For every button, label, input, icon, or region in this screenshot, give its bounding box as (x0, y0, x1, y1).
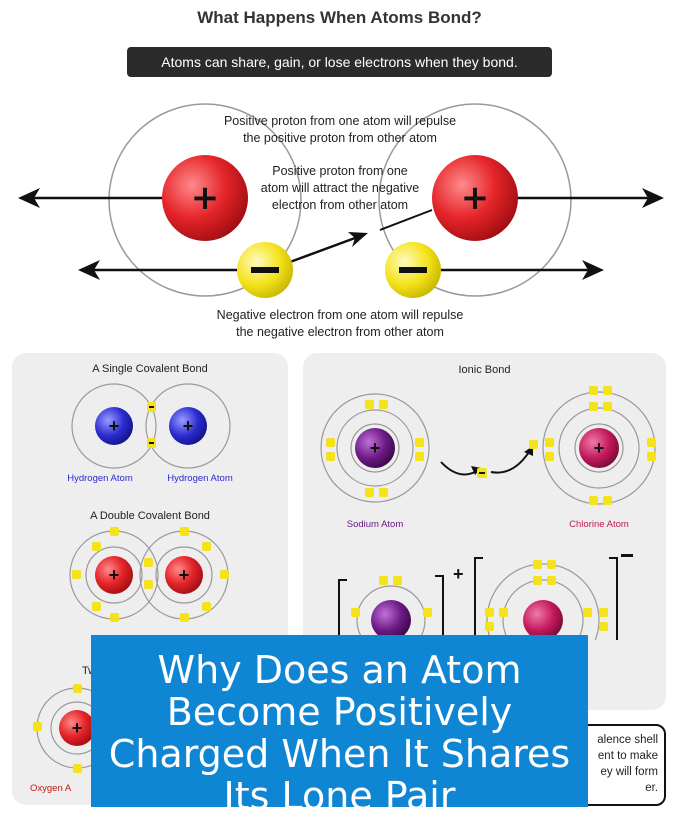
chloride-ion-nucleus (523, 600, 563, 640)
covalent-diagrams: + + + + (69, 383, 231, 622)
plus-icon: + (72, 718, 83, 738)
subtitle-banner: Atoms can share, gain, or lose electrons… (127, 47, 552, 77)
headline-banner (91, 635, 588, 807)
chlorine-nucleus (579, 428, 619, 468)
sodium-nucleus (355, 428, 395, 468)
arrow-left-icon (78, 260, 100, 280)
arrow-right-icon (582, 260, 604, 280)
atom-orbit-right (378, 103, 572, 297)
chlorine-atom-label: Chlorine Atom (569, 519, 629, 530)
sodium-atom-label: Sodium Atom (346, 519, 404, 530)
minus-icon (251, 267, 279, 273)
plus-icon: + (183, 416, 194, 436)
double-covalent-title: A Double Covalent Bond (90, 510, 210, 522)
hydrogen-atom-label-left: Hydrogen Atom (67, 473, 133, 484)
attract-line-right (379, 209, 433, 231)
arrow-right-icon (642, 188, 664, 208)
hydrogen-nucleus-left (95, 407, 133, 445)
proton-repulse-note: Positive proton from one atom will repul… (223, 114, 457, 145)
plus-icon: + (109, 565, 120, 585)
sodium-ion-nucleus (371, 600, 411, 640)
proton-left (162, 155, 248, 241)
minus-icon (621, 554, 633, 557)
ionic-bond-title: Ionic Bond (458, 364, 511, 376)
plus-icon: + (191, 178, 220, 218)
ionic-diagrams: + + + (320, 386, 656, 640)
plus-icon: + (594, 438, 605, 458)
attraction-note: Positive proton from one atom will attra… (260, 164, 420, 212)
oxygen-atom-fragment: Oxygen A (30, 783, 72, 794)
attract-line-left (289, 236, 356, 264)
proton-right (432, 155, 518, 241)
atom-orbit-left (108, 103, 302, 297)
plus-icon: + (461, 178, 490, 218)
minus-icon (399, 267, 427, 273)
oxygen-nucleus-left (95, 556, 133, 594)
electron-repulse-note: Negative electron from one atom will rep… (216, 308, 464, 339)
arrow-left-icon (18, 188, 40, 208)
atom-bonding-diagram: + + (18, 103, 664, 298)
oxygen-nucleus-right (165, 556, 203, 594)
hydrogen-nucleus-right (169, 407, 207, 445)
page-title: What Happens When Atoms Bond? (197, 8, 482, 27)
headline-text: Why Does an Atom Become Positively Charg… (108, 648, 571, 818)
hydrogen-atom-label-right: Hydrogen Atom (167, 473, 233, 484)
plus-icon: + (453, 564, 464, 584)
oxygen-atom-partial: + (33, 684, 95, 773)
plus-icon: + (179, 565, 190, 585)
plus-icon: + (370, 438, 381, 458)
plus-icon: + (109, 416, 120, 436)
attract-arrow-icon (348, 232, 368, 247)
single-covalent-title: A Single Covalent Bond (92, 363, 208, 375)
